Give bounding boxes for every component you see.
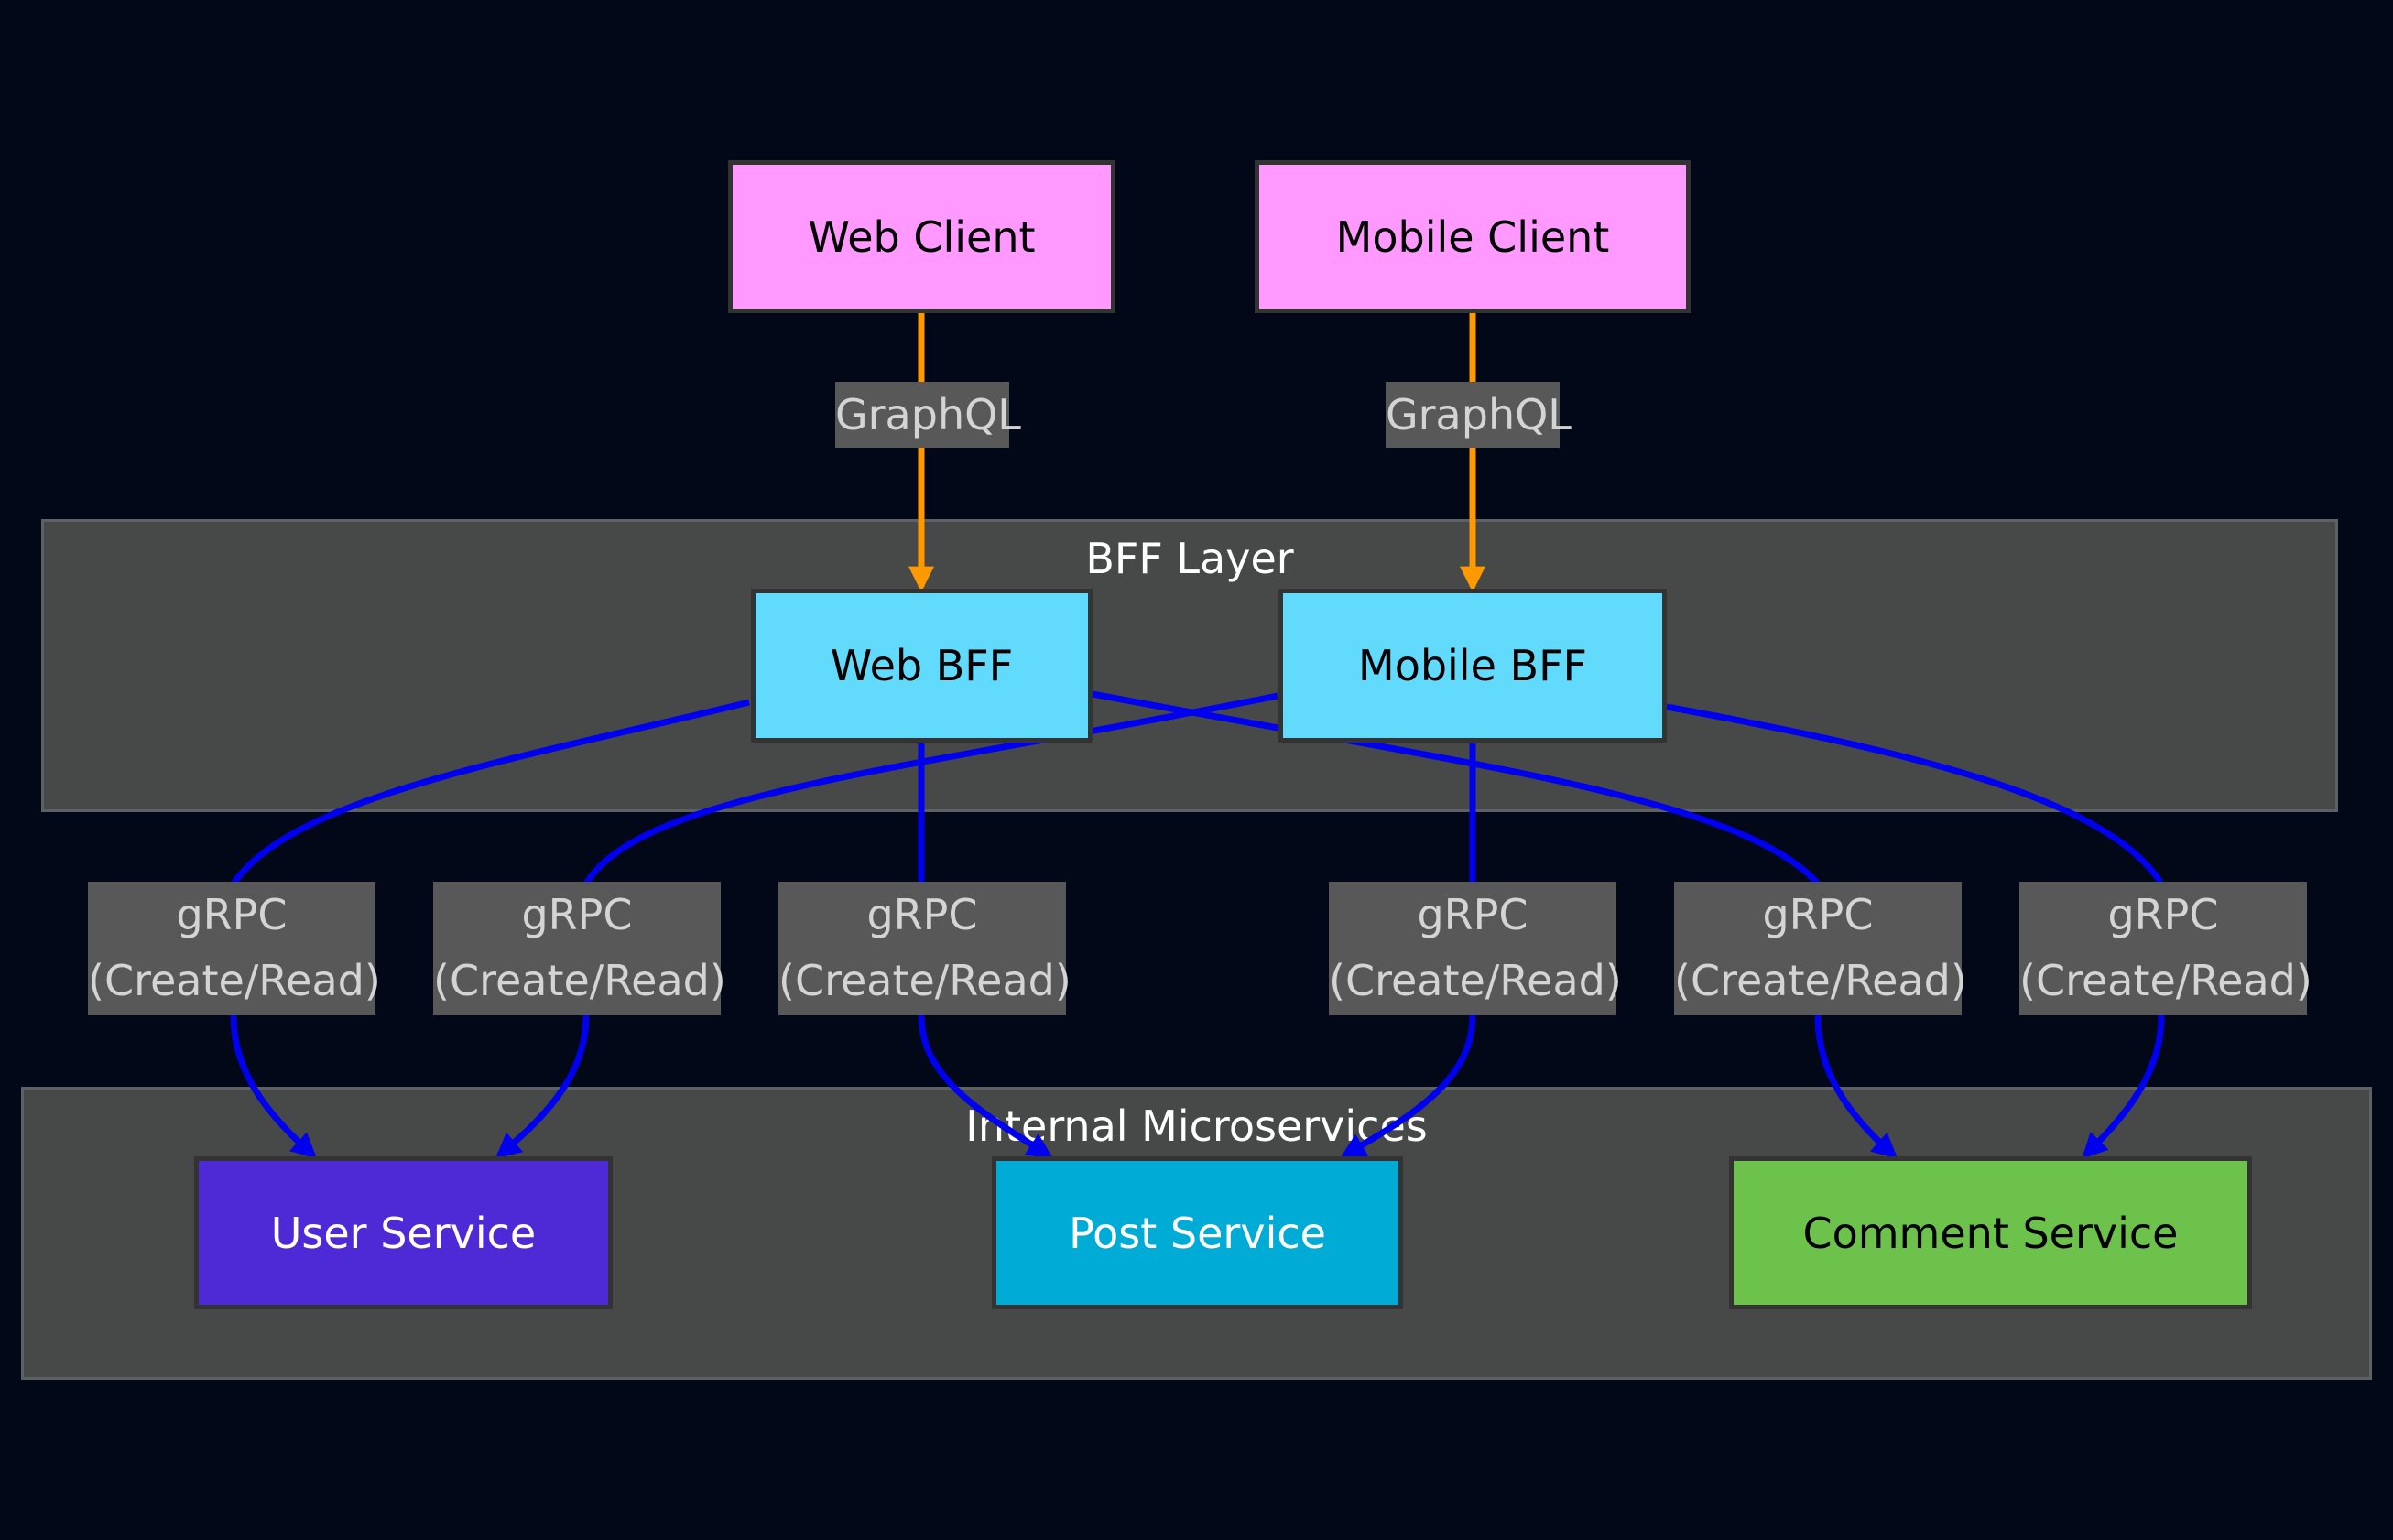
mobile-client-node[interactable]: Mobile Client: [1255, 160, 1691, 313]
web-client-label: Web Client: [808, 211, 1036, 262]
grpc-mobile-user-label-line1: gRPC: [521, 890, 633, 939]
grpc-mobile-user-label-line2: (Create/Read): [433, 956, 726, 1005]
grpc-mobile-post-label-line1: gRPC: [1417, 890, 1528, 939]
post-service-label: Post Service: [1069, 1208, 1326, 1258]
comment-service-label: Comment Service: [1802, 1208, 2179, 1258]
edge-web-bff-post-service: [918, 743, 1053, 1159]
edge-web-bff-user-service: [230, 699, 750, 1159]
grpc-web-user-label-line1: gRPC: [176, 890, 288, 939]
grpc-mobile-comment-label-line2: (Create/Read): [2019, 956, 2312, 1005]
web-client-node[interactable]: Web Client: [728, 160, 1115, 313]
grpc-web-post-label: gRPC (Create/Read): [778, 882, 1071, 1015]
user-service-node[interactable]: User Service: [194, 1156, 613, 1309]
grpc-mobile-post-label: gRPC (Create/Read): [1329, 882, 1622, 1015]
edge-mobile-bff-comment-service: [1666, 703, 2165, 1160]
grpc-web-post-label-line1: gRPC: [866, 890, 978, 939]
grpc-web-comment-label: gRPC (Create/Read): [1674, 882, 1967, 1015]
edge-mobile-bff-post-service: [1340, 743, 1476, 1159]
grpc-web-user-label-line2: (Create/Read): [88, 956, 381, 1005]
user-service-label: User Service: [270, 1208, 537, 1258]
web-bff-label: Web BFF: [830, 641, 1014, 690]
grpc-mobile-comment-label-line1: gRPC: [2107, 890, 2219, 939]
post-service-node[interactable]: Post Service: [992, 1156, 1403, 1309]
grpc-mobile-user-label: gRPC (Create/Read): [433, 882, 726, 1015]
web-bff-node[interactable]: Web BFF: [751, 589, 1093, 743]
grpc-mobile-post-label-line2: (Create/Read): [1329, 956, 1622, 1005]
mobile-client-label: Mobile Client: [1335, 211, 1610, 262]
graphql-web-label: GraphQL: [835, 382, 1021, 448]
graphql-mobile-label: GraphQL: [1386, 382, 1572, 448]
mobile-bff-node[interactable]: Mobile BFF: [1278, 589, 1667, 743]
comment-service-node[interactable]: Comment Service: [1729, 1156, 2252, 1309]
mobile-bff-label: Mobile BFF: [1358, 641, 1587, 690]
grpc-web-comment-label-line2: (Create/Read): [1674, 956, 1967, 1005]
grpc-web-user-label: gRPC (Create/Read): [88, 882, 381, 1015]
bff-layer-cluster: BFF Layer: [41, 519, 2338, 812]
grpc-web-comment-label-line1: gRPC: [1762, 890, 1874, 939]
grpc-web-post-label-line2: (Create/Read): [778, 956, 1071, 1005]
bff-layer-title: BFF Layer: [1085, 534, 1294, 583]
grpc-mobile-comment-label: gRPC (Create/Read): [2019, 882, 2312, 1015]
